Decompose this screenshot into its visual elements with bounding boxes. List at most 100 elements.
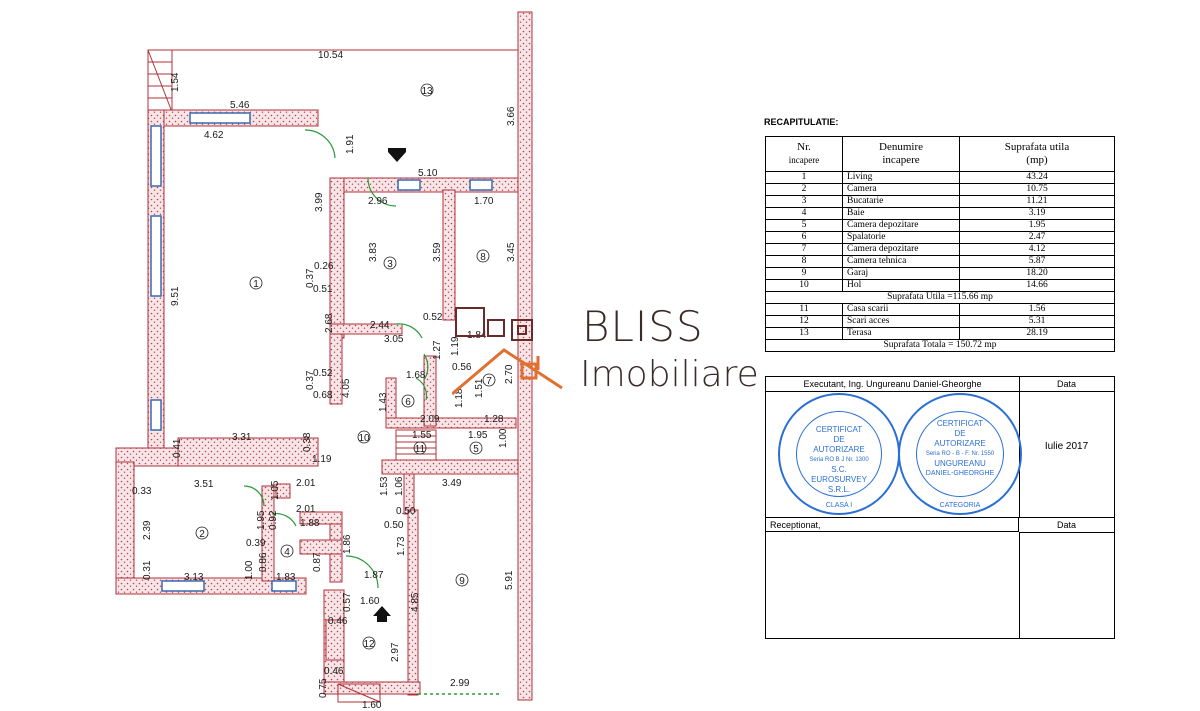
cell-nr: 11 bbox=[765, 303, 843, 316]
stamp-text: DANIEL-GHEORGHE bbox=[925, 470, 995, 477]
room-number: 13 bbox=[421, 86, 433, 97]
cell-name: Bucatarie bbox=[842, 195, 960, 208]
dim-label: 10.54 bbox=[318, 50, 343, 61]
dim-label: 0.46 bbox=[328, 616, 348, 627]
dim-label: 0.92 bbox=[268, 510, 279, 530]
cell-area: 18.20 bbox=[959, 267, 1115, 280]
room-number: 12 bbox=[363, 639, 375, 650]
dim-label: 5.46 bbox=[230, 100, 250, 111]
dim-label: 0.26 bbox=[314, 261, 334, 272]
cell-nr: 12 bbox=[765, 315, 843, 328]
cell-area: 3.19 bbox=[959, 207, 1115, 220]
dim-label: 2.96 bbox=[368, 196, 388, 207]
cell-nr: 5 bbox=[765, 219, 843, 232]
dimension-labels: 10.54 1.54 5.46 4.62 1.91 3.66 5.10 2.96… bbox=[132, 50, 517, 711]
cell-nr: 1 bbox=[765, 171, 843, 184]
cell-area: 28.19 bbox=[959, 327, 1115, 340]
stamp-text: S.C. bbox=[831, 465, 847, 474]
dim-label: 2.01 bbox=[296, 504, 316, 515]
dim-label: 0.37 bbox=[305, 268, 316, 288]
stamp-text: EUROSURVEY bbox=[811, 475, 867, 484]
cell-nr: 10 bbox=[765, 279, 843, 292]
dim-label: 1.28 bbox=[484, 414, 504, 425]
dim-label: 1.60 bbox=[362, 700, 382, 711]
cell-name: Casa scarii bbox=[842, 303, 960, 316]
dim-label: 3.13 bbox=[184, 572, 204, 583]
cell-area: 1.56 bbox=[959, 303, 1115, 316]
cell-area: 43.24 bbox=[959, 171, 1115, 184]
stamp-text: S.R.L. bbox=[827, 485, 851, 494]
stamp-text: CATEGORIA bbox=[939, 502, 981, 509]
dim-label: 0.86 bbox=[258, 552, 269, 572]
room-number: 9 bbox=[459, 576, 465, 587]
dim-label: 1.88 bbox=[300, 518, 320, 529]
terrace-steps bbox=[147, 49, 173, 113]
dim-label: 0.39 bbox=[246, 538, 266, 549]
dim-label: 2.70 bbox=[504, 364, 515, 384]
executant-label: Executant, Ing. Ungureanu Daniel-Gheorgh… bbox=[766, 377, 1020, 392]
dim-label: 1.19 bbox=[312, 454, 332, 465]
cell-nr: 9 bbox=[765, 267, 843, 280]
dim-label: 3.51 bbox=[194, 479, 214, 490]
windows bbox=[150, 112, 493, 592]
dim-label: 1.00 bbox=[498, 428, 509, 448]
stamp-left: CERTIFICAT DE AUTORIZARE Seria RO B J Nr… bbox=[778, 393, 900, 515]
cell-nr: 7 bbox=[765, 243, 843, 256]
dim-label: 1.06 bbox=[394, 476, 405, 496]
dim-label: 5.91 bbox=[504, 570, 515, 590]
dim-label: 1.87 bbox=[364, 570, 384, 581]
dim-label: 1.60 bbox=[360, 596, 380, 607]
dim-label: 2.97 bbox=[390, 642, 401, 662]
dim-label: 1.95 bbox=[256, 510, 267, 530]
cell-nr: 2 bbox=[765, 183, 843, 196]
stamp-right: CERTIFICAT DE AUTORIZARE Seria RO - B - … bbox=[898, 393, 1022, 515]
logo-brand-name: BLISS bbox=[582, 302, 704, 351]
dim-label: 0.51 bbox=[313, 284, 333, 295]
dim-label: 2.39 bbox=[142, 520, 153, 540]
dim-label: 0.87 bbox=[312, 552, 323, 572]
grand-total-row: Suprafata Totala = 150.72 mp bbox=[765, 339, 1115, 352]
room-number: 8 bbox=[480, 252, 486, 263]
dim-label: 0.31 bbox=[142, 560, 153, 580]
dim-label: 0.37 bbox=[305, 370, 316, 390]
dim-label: 5.10 bbox=[418, 168, 438, 179]
room-number: 7 bbox=[486, 376, 492, 387]
date-value: Iulie 2017 bbox=[1044, 441, 1089, 452]
dim-label: 1.95 bbox=[468, 430, 488, 441]
useful-total-row: Suprafata Utila =115.66 mp bbox=[765, 291, 1115, 304]
dim-label: 3.99 bbox=[314, 192, 325, 212]
dim-label: 4.62 bbox=[204, 130, 224, 141]
dim-label: 2.68 bbox=[324, 313, 335, 333]
stamp-text: Seria RO B J Nr. 1300 bbox=[809, 457, 869, 463]
dim-label: 0.33 bbox=[132, 486, 152, 497]
cell-name: Camera bbox=[842, 183, 960, 196]
dim-label: 0.56 bbox=[452, 362, 472, 373]
cell-nr: 6 bbox=[765, 231, 843, 244]
recap-title: RECAPITULATIE: bbox=[764, 117, 839, 127]
dim-label: 1.70 bbox=[474, 196, 494, 207]
dim-label: 1.55 bbox=[412, 430, 432, 441]
cell-name: Baie bbox=[842, 207, 960, 220]
dim-label: 1.86 bbox=[342, 534, 353, 554]
stamp-text: DE bbox=[833, 435, 845, 444]
house-logo-icon bbox=[452, 307, 563, 396]
stamp-text: UNGUREANU bbox=[934, 459, 986, 468]
room-number: 6 bbox=[405, 397, 411, 408]
door-swings bbox=[243, 129, 429, 589]
dim-label: 2.44 bbox=[370, 320, 390, 331]
dim-label: 1.19 bbox=[450, 336, 461, 356]
dim-label: 1.68 bbox=[406, 370, 426, 381]
stamp-text: CLASA I bbox=[825, 502, 853, 509]
room-number: 11 bbox=[415, 444, 426, 455]
dim-label: 3.49 bbox=[442, 478, 462, 489]
